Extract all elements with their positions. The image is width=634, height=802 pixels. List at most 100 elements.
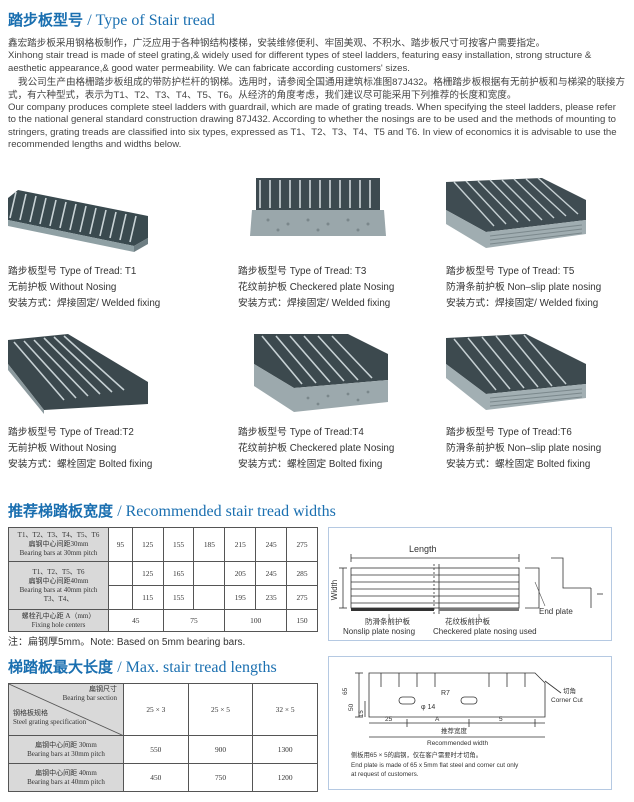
tread-fixing: 安装方式：焊接固定/ Welded fixing <box>8 298 161 310</box>
cell: 275 <box>286 585 318 610</box>
cell: 1300 <box>252 735 318 764</box>
rec-width-cn: 推荐宽度 <box>441 726 468 735</box>
cell: 115 <box>131 585 164 610</box>
cell: 900 <box>187 735 254 764</box>
row-label: T1、T2、T5、T6 扁钢中心间距40mm Bearing bars at 4… <box>8 561 109 610</box>
tread-photo-t2 <box>8 334 148 414</box>
end-plate-note-en1: End plate is made of 65 x 5mm flat steel… <box>351 762 519 769</box>
cell <box>108 585 133 610</box>
tread-fixing: 安装方式：螺栓固定 Bolted fixing <box>238 459 383 471</box>
cell: 245 <box>255 527 288 562</box>
cell <box>193 561 226 586</box>
dim-65: 65 <box>342 687 349 695</box>
lengths-title: 梯踏板最大长度 / Max. stair tread lengths <box>8 656 277 677</box>
dim-15: 15 <box>359 710 365 717</box>
cell: 155 <box>162 585 195 610</box>
bar-section-cn: 扁钢尺寸 <box>89 684 117 693</box>
tread-nosing: 防滑条前护板 Non–slip plate nosing <box>446 443 602 455</box>
cell: 125 <box>131 561 164 586</box>
spec-cn: 钢格板规格 <box>13 708 48 717</box>
cell: 185 <box>193 527 226 562</box>
checker-label-cn: 花纹板前护板 <box>445 616 490 626</box>
tread-photo-t4 <box>248 334 388 414</box>
tread-type: 踏步板型号 Type of Tread:T6 <box>446 427 572 438</box>
tread-nosing: 防滑条前护板 Non–slip plate nosing <box>446 282 602 294</box>
end-plate-note-cn: 侧板用65 × 5的扁钢，仅在客户需要时才切角。 <box>351 750 482 759</box>
rec-width-en: Recommended width <box>427 740 488 747</box>
lengths-title-cn: 梯踏板最大长度 <box>8 659 114 676</box>
pitch-en: Bearing bars at 30mm pitch <box>27 749 105 758</box>
tread-photo-t5 <box>446 176 586 256</box>
tread-caption-t6: 踏步板型号 Type of Tread:T6 防滑条前护板 Non–slip p… <box>446 425 634 474</box>
pitch-en: Bearing bars at 30mm pitch <box>19 549 98 557</box>
widths-note: 注：扁钢厚5mm。Note: Based on 5mm bearing bars… <box>8 637 246 648</box>
tread-caption-t5: 踏步板型号 Type of Tread: T5 防滑条前护板 Non–slip … <box>446 264 634 313</box>
pitch-cn: 扁钢中心间距 30mm <box>35 740 97 749</box>
intro-en-1: Xinhong stair tread is made of steel gra… <box>8 50 592 74</box>
tread-fixing: 安装方式：焊接固定/ Welded fixing <box>446 298 599 310</box>
pitch-en: Bearing bars at 40mm pitch <box>19 585 98 594</box>
page-title-en: / Type of Stair tread <box>87 12 215 29</box>
row-label: 扁钢中心间距 40mm Bearing bars at 40mm pitch <box>8 763 124 792</box>
spec-en: Steel grating specification <box>13 717 87 726</box>
cell: 550 <box>123 735 189 764</box>
end-plate-note-en2: at request of customers. <box>351 771 419 778</box>
pitch-cn: 扁钢中心间距40mm <box>28 576 89 585</box>
tread-fixing: 安装方式：焊接固定/ Welded fixing <box>238 298 391 310</box>
pitch-cn: 扁钢中心间距30mm <box>28 540 89 548</box>
nonslip-label-en: Nonslip plate nosing <box>343 627 415 636</box>
row-label: 扁钢中心间距 30mm Bearing bars at 30mm pitch <box>8 735 124 764</box>
intro-cn-2: 我公司生产由格栅踏步板组成的带防护栏杆的钢梯。选用时，请参阅全国通用建筑标准图8… <box>8 77 626 101</box>
corner-cut-en: Corner Cut <box>551 697 583 704</box>
table-row: 螺栓孔中心距 A（mm） Fixing hole centers 45 75 1… <box>8 609 318 632</box>
tread-photo-t3 <box>248 176 388 256</box>
tread-caption-t3: 踏步板型号 Type of Tread: T3 花纹前护板 Checkered … <box>238 264 428 313</box>
cell: 750 <box>187 763 254 792</box>
type-list: T1、T2、T3、T4、T5、T6 <box>17 531 100 539</box>
cell <box>108 561 133 586</box>
page-title-cn: 踏步板型号 <box>8 12 84 29</box>
tread-nosing: 花纹前护板 Checkered plate Nosing <box>238 282 395 294</box>
intro-en-2: Our company produces complete steel ladd… <box>8 102 617 151</box>
row-label: T1、T2、T3、T4、T5、T6 扁钢中心间距30mm Bearing bar… <box>8 527 109 562</box>
intro-cn-1: 鑫宏踏步板采用钢格板制作，广泛应用于各种钢结构楼梯，安装维修便利、牢固美观、不积… <box>8 38 546 49</box>
column-header: 32 × 5 <box>252 683 318 736</box>
cell <box>193 585 226 610</box>
table-row: 115 155 195 235 275 <box>9 585 318 610</box>
tread-caption-t2: 踏步板型号 Type of Tread:T2 无前护板 Without Nosi… <box>8 425 198 474</box>
cell: 205 <box>224 561 257 586</box>
widths-table: T1、T2、T3、T4、T5、T6 扁钢中心间距30mm Bearing bar… <box>8 527 318 632</box>
length-label: Length <box>409 544 437 554</box>
column-header: 25 × 5 <box>187 683 254 736</box>
bar-section-en: Bearing bar section <box>62 693 117 702</box>
table-row: 扁钢中心间距 40mm Bearing bars at 40mm pitch 4… <box>8 763 318 792</box>
dim-50: 50 <box>348 703 355 711</box>
cell: 45 <box>108 609 164 632</box>
cell: 1200 <box>252 763 318 792</box>
cell: 95 <box>108 527 133 562</box>
width-label: Width <box>330 580 339 600</box>
tread-nosing: 花纹前护板 Checkered plate Nosing <box>238 443 395 455</box>
cell: 75 <box>162 609 226 632</box>
tread-photo-t1 <box>8 176 148 256</box>
tread-type: 踏步板型号 Type of Tread: T5 <box>446 266 575 277</box>
tread-photo-t6 <box>446 334 586 414</box>
tread-caption-t1: 踏步板型号 Type of Tread: T1 无前护板 Without Nos… <box>8 264 198 313</box>
type-list: T1、T2、T5、T6 <box>32 567 85 576</box>
dim-r7: R7 <box>441 690 450 697</box>
pitch-en: Bearing bars at 40mm pitch <box>27 777 105 786</box>
lengths-table: 扁钢尺寸 Bearing bar section 钢格板规格 Steel gra… <box>8 683 318 792</box>
page-title: 踏步板型号 / Type of Stair tread <box>8 9 215 30</box>
cell: 100 <box>224 609 288 632</box>
dim-phi14: φ 14 <box>421 704 435 711</box>
nonslip-label-cn: 防滑条前护板 <box>365 616 410 626</box>
table-row: T1、T2、T5、T6 扁钢中心间距40mm Bearing bars at 4… <box>8 561 318 610</box>
column-header: 25 × 3 <box>123 683 189 736</box>
table-row: 扁钢尺寸 Bearing bar section 钢格板规格 Steel gra… <box>8 683 318 736</box>
widths-title: 推荐梯踏板宽度 / Recommended stair tread widths <box>8 500 336 521</box>
corner-cut-cn: 切角 <box>563 686 576 695</box>
lengths-title-en: / Max. stair tread lengths <box>117 659 277 676</box>
table-row: T1、T2、T3、T4、T5、T6 扁钢中心间距30mm Bearing bar… <box>8 527 318 562</box>
hole-en: Fixing hole centers <box>31 620 86 629</box>
end-plate-diagram: 65 50 15 R7 φ 14 25 A 5 切角 Corner Cut 推荐… <box>328 656 612 790</box>
